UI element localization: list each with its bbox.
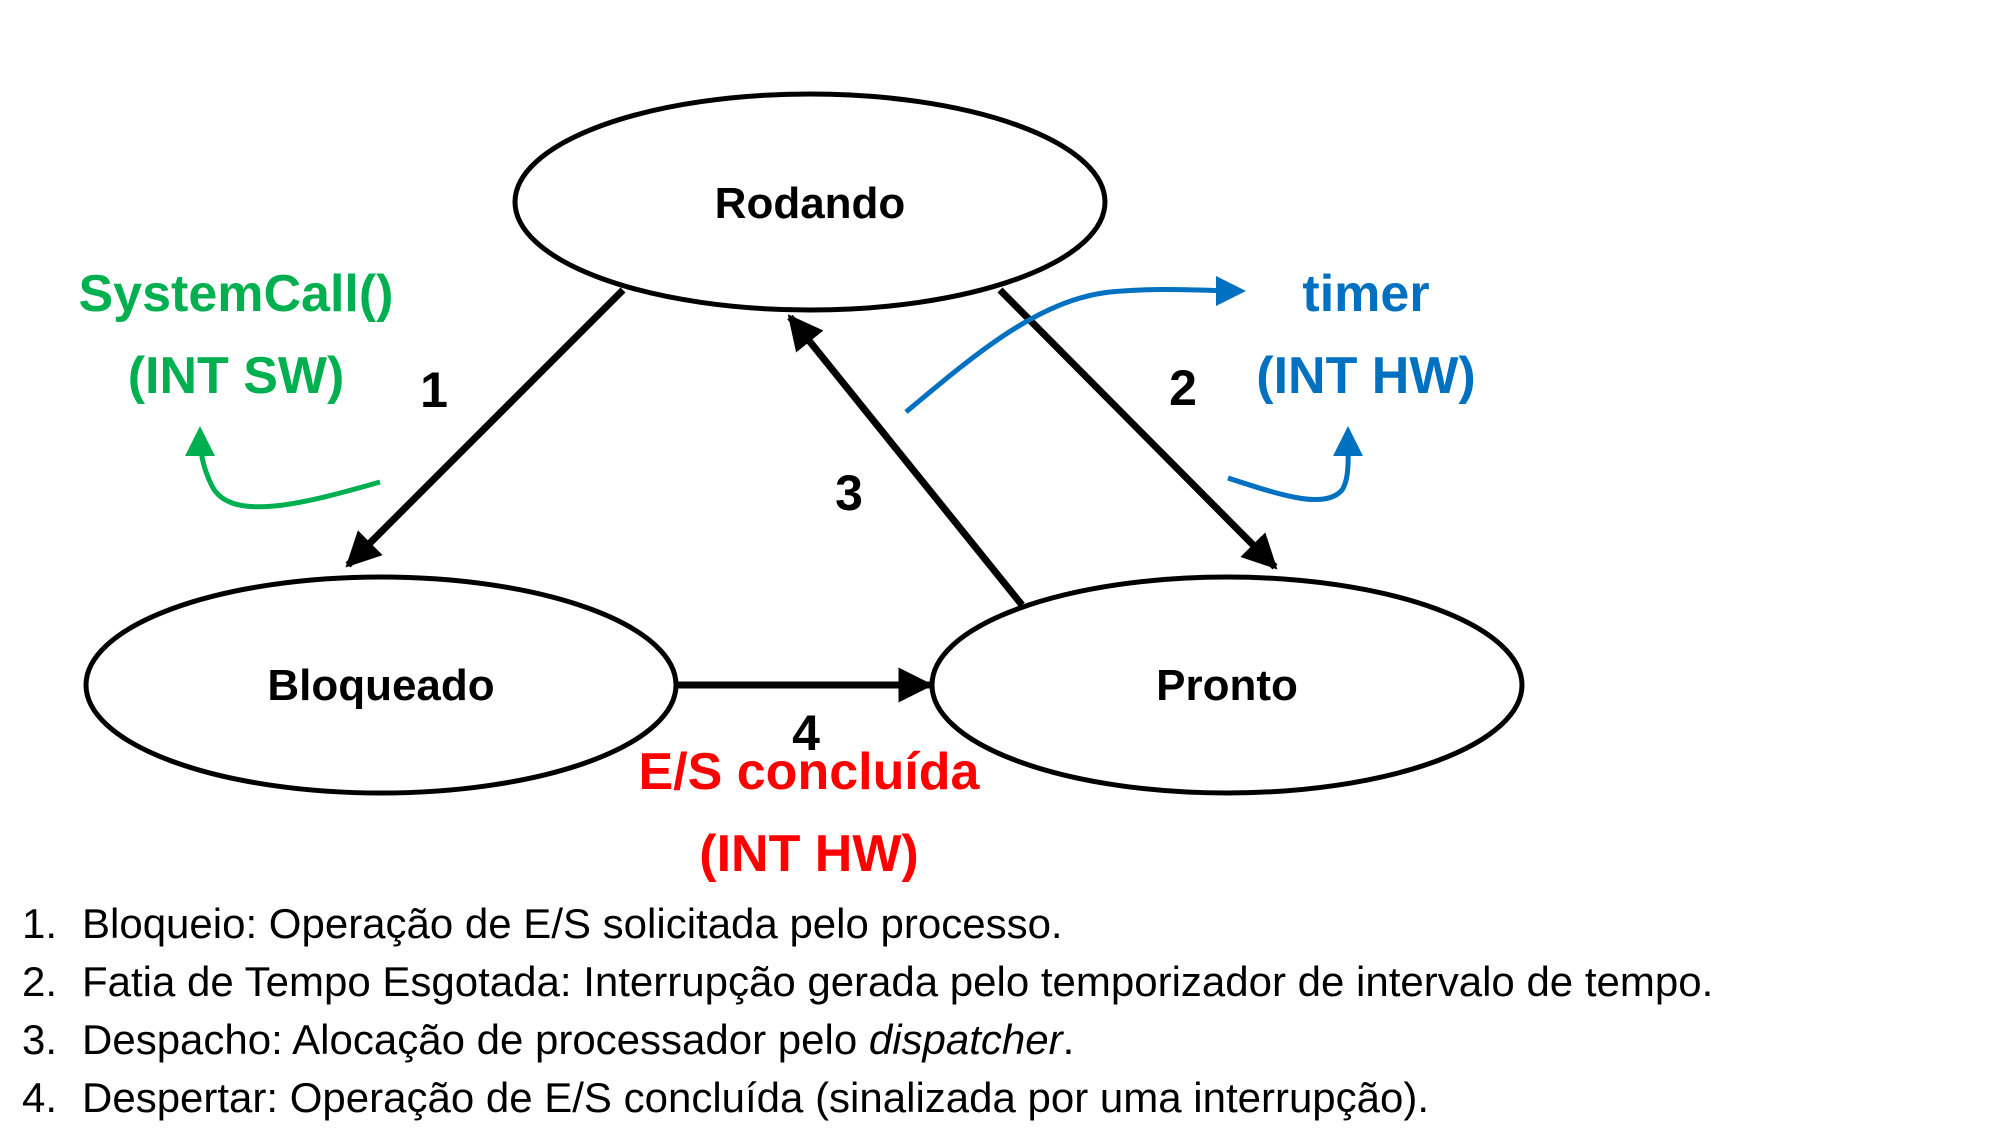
legend-item-text: Despacho: Alocação de processador pelo — [82, 1016, 869, 1063]
transition-1-arrow — [345, 287, 626, 568]
transition-2-arrow — [997, 287, 1278, 570]
state-running-ellipse — [512, 91, 1108, 313]
legend-item-1: 1. Bloqueio: Operação de E/S solicitada p… — [22, 895, 1713, 953]
transition-4-label: 4 — [792, 705, 820, 761]
legend-item-number: 3. — [22, 1016, 58, 1063]
syscall-annotation-line1: SystemCall() — [79, 265, 394, 323]
legend-item-number: 1. — [22, 900, 58, 947]
io-annotation-line1: E/S concluída — [639, 743, 981, 801]
state-blocked-ellipse — [83, 574, 679, 796]
timer-annotation-line1: timer — [1302, 265, 1429, 323]
legend-item-number: 2. — [22, 958, 58, 1005]
legend-item-italic-term: dispatcher — [868, 1016, 1063, 1063]
transition-3-label: 3 — [835, 465, 863, 521]
legend-item-number: 4. — [22, 1074, 58, 1121]
legend-item-text: Fatia de Tempo Esgotada: Interrupção ger… — [82, 958, 1714, 1005]
transition-2-label: 2 — [1169, 360, 1197, 416]
syscall-annotation-line2: (INT SW) — [128, 347, 345, 405]
timer-curved-arrow-lower — [1227, 426, 1364, 503]
transition-3-arrow — [787, 314, 1025, 608]
legend-item-2: 2. Fatia de Tempo Esgotada: Interrupção g… — [22, 953, 1713, 1011]
state-blocked-label: Bloqueado — [267, 661, 494, 710]
transition-1-label: 1 — [420, 362, 448, 418]
state-running-label: Rodando — [715, 179, 906, 228]
transition-legend: 1. Bloqueio: Operação de E/S solicitada p… — [22, 895, 1713, 1127]
syscall-curved-arrow — [185, 426, 381, 510]
state-ready-label: Pronto — [1156, 661, 1298, 710]
legend-item-text: Despertar: Operação de E/S concluída (si… — [82, 1074, 1430, 1121]
io-annotation-line2: (INT HW) — [699, 825, 918, 883]
legend-item-3: 3. Despacho: Alocação de processador pelo… — [22, 1011, 1713, 1069]
timer-annotation-line2: (INT HW) — [1256, 347, 1475, 405]
legend-item-text: Bloqueio: Operação de E/S solicitada pel… — [82, 900, 1063, 947]
legend-item-4: 4. Despertar: Operação de E/S concluída (… — [22, 1069, 1713, 1127]
timer-curved-arrow-upper — [904, 275, 1246, 414]
legend-item-text-suffix: . — [1062, 1016, 1075, 1063]
